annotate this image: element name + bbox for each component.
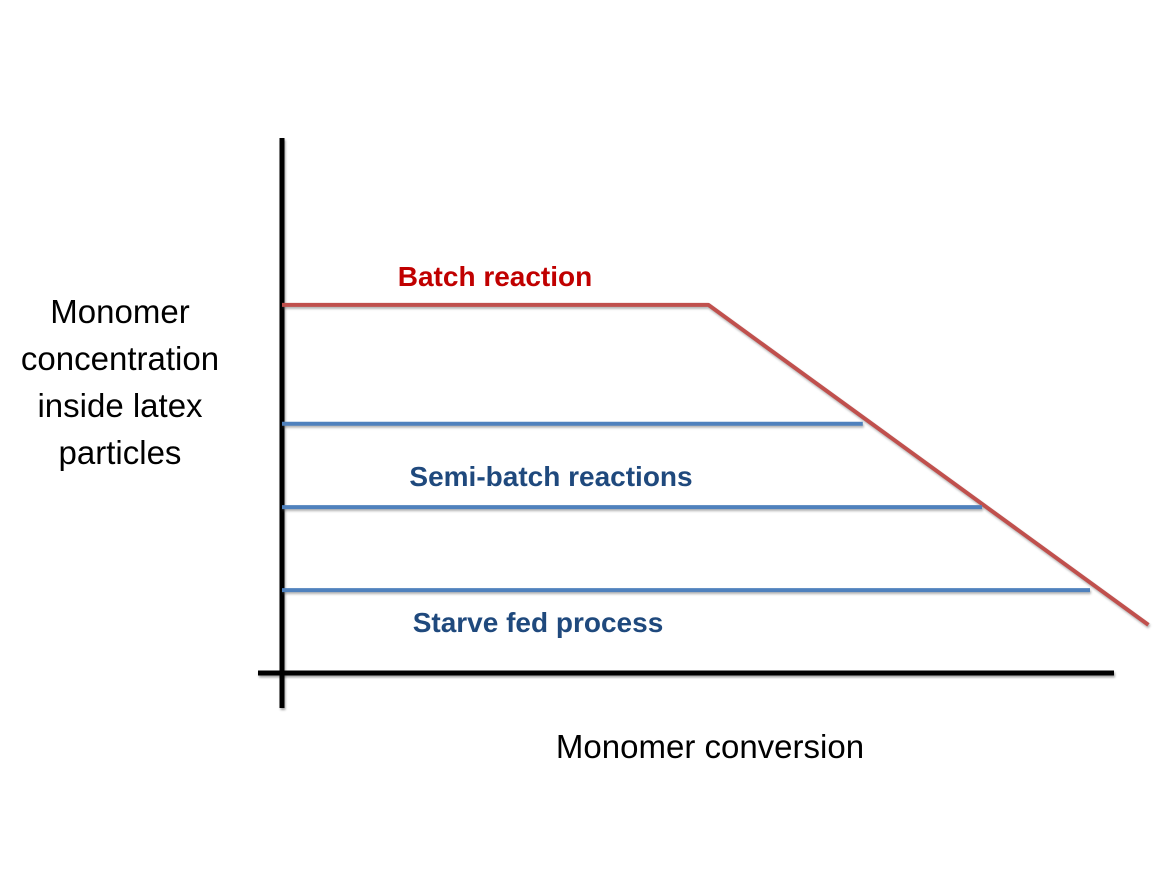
series-label-batch-reaction: Batch reaction (397, 261, 593, 292)
y-axis-title: Monomer concentration inside latex parti… (20, 293, 220, 471)
series-label-semi-batch-reactions: Semi-batch reactions (409, 461, 693, 492)
x-axis-title: Monomer conversion (555, 728, 865, 765)
series-label-starve-fed-process: Starve fed process (412, 607, 664, 638)
series-line-0 (282, 302, 1150, 627)
